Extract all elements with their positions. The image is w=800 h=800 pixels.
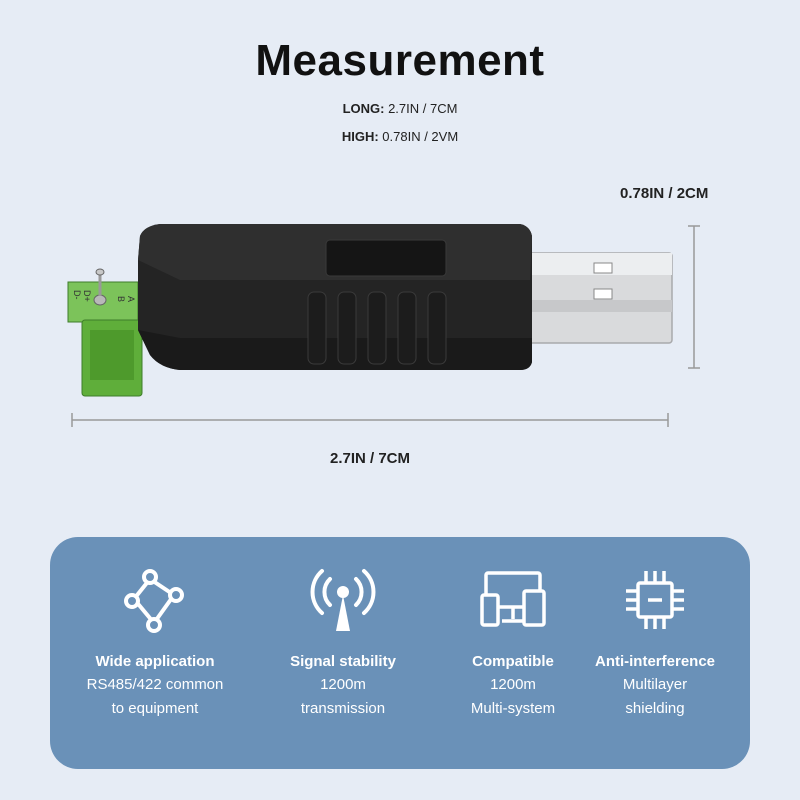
spec-long-value: 2.7IN / 7CM xyxy=(388,101,458,116)
width-dimension-label: 2.7IN / 7CM xyxy=(329,450,411,467)
feature-signal-stability: Signal stability 1200m transmission xyxy=(268,565,418,718)
terminal-block xyxy=(67,268,143,397)
terminal-label-b: B xyxy=(116,296,126,302)
terminal-label-a: A xyxy=(126,296,136,302)
feature-line: RS485/422 common xyxy=(86,676,224,693)
feature-line: to equipment xyxy=(111,700,199,717)
terminal-label-dminus: D- xyxy=(72,290,82,300)
terminal-label-dplus: D+ xyxy=(82,290,92,302)
feature-title: Anti-interference xyxy=(594,653,716,670)
width-dimension-line xyxy=(71,413,669,427)
network-nodes-icon xyxy=(124,569,184,633)
feature-title: Signal stability xyxy=(290,653,396,670)
terminal-labels: B A D- D+ xyxy=(72,290,136,302)
adapter-body xyxy=(138,224,532,370)
spec-long-label: LONG: xyxy=(342,101,385,116)
feature-compatible: Compatible 1200m Multi-system xyxy=(438,565,588,718)
spec-high-label: HIGH: xyxy=(341,129,379,144)
spec-high-value: 0.78IN / 2VM xyxy=(382,129,459,144)
feature-line: 1200m xyxy=(490,676,536,693)
antenna-signal-icon xyxy=(310,569,376,631)
height-dimension-line xyxy=(688,225,700,369)
usb-plug xyxy=(521,252,673,344)
feature-wide-application: Wide application RS485/422 common to equ… xyxy=(80,565,230,718)
feature-title: Wide application xyxy=(95,653,215,670)
feature-anti-interference: Anti-interference Multilayer shielding xyxy=(580,565,730,718)
feature-line: shielding xyxy=(625,700,685,717)
page-title: Measurement xyxy=(255,36,545,85)
spec-long: LONG: 2.7IN / 7CM xyxy=(0,101,800,116)
feature-title: Compatible xyxy=(472,653,554,670)
feature-line: Multilayer xyxy=(622,676,688,693)
height-dimension-label: 0.78IN / 2CM xyxy=(620,185,709,202)
features-panel: Wide application RS485/422 common to equ… xyxy=(50,537,750,769)
chip-icon xyxy=(626,571,684,629)
devices-icon xyxy=(480,571,546,627)
feature-line: transmission xyxy=(300,700,386,717)
feature-line: Multi-system xyxy=(470,700,556,717)
feature-line: 1200m xyxy=(320,676,366,693)
spec-high: HIGH: 0.78IN / 2VM xyxy=(0,129,800,144)
